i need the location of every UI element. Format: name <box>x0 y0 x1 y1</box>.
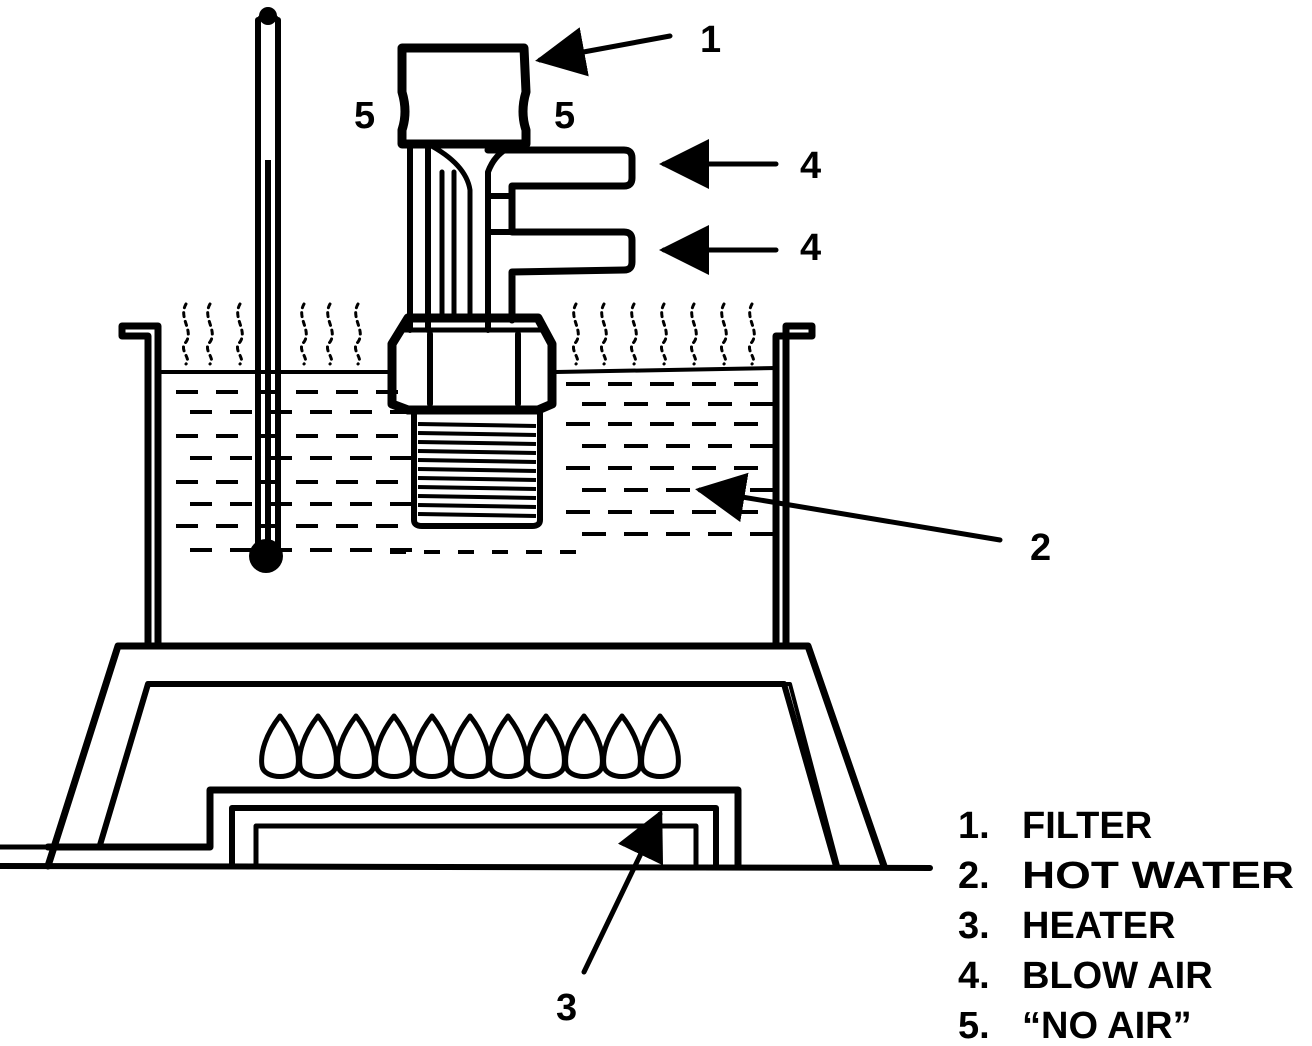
steam-wisp <box>629 302 638 366</box>
heater-leader-arrow <box>581 809 664 975</box>
filter-cap <box>397 43 531 149</box>
steam-wisp <box>235 302 244 366</box>
flame <box>297 713 339 779</box>
water-container <box>118 322 816 650</box>
legend-num-1: 1. <box>958 805 990 847</box>
threaded-shank <box>417 422 537 518</box>
callout-filter: 1 <box>700 19 721 61</box>
callout-hot-water: 2 <box>1030 527 1051 569</box>
legend-text-5: “NO AIR” <box>1022 1005 1192 1046</box>
thread-line <box>417 467 537 473</box>
legend-text-3: HEATER <box>1022 905 1175 947</box>
steam-wisp <box>689 302 698 366</box>
steam-wisp <box>719 302 728 366</box>
thread-line <box>417 485 537 491</box>
legend-text-1: FILTER <box>1022 805 1152 847</box>
thread-line <box>417 431 537 437</box>
thread-line <box>417 476 537 482</box>
steam-wisp <box>747 302 756 366</box>
legend-text-2: HOT WATER <box>1022 855 1294 897</box>
flame <box>487 713 529 779</box>
flame <box>525 713 567 779</box>
flame <box>335 713 377 779</box>
hot-water-leader-arrow <box>695 472 1003 543</box>
callout-no-air-right: 5 <box>554 95 575 137</box>
callout-blow-air-lower: 4 <box>800 227 821 269</box>
burner-stand <box>44 642 888 870</box>
thermo-valve <box>387 43 636 529</box>
steam-wisp <box>599 302 608 366</box>
thread-line <box>417 458 537 464</box>
flame <box>639 713 681 779</box>
legend-text-4: BLOW AIR <box>1022 955 1213 997</box>
thread-line <box>417 503 537 509</box>
legend-num-5: 5. <box>958 1005 990 1046</box>
legend-num-3: 3. <box>958 905 990 947</box>
legend: 1. FILTER 2. HOT WATER 3. HEATER 4. BLOW… <box>958 805 1294 1046</box>
steam-wisps <box>181 302 756 366</box>
steam-wisp <box>299 302 308 366</box>
legend-num-2: 2. <box>958 855 990 897</box>
flame <box>411 713 453 779</box>
thread-line <box>417 494 537 500</box>
flame <box>563 713 605 779</box>
callout-heater: 3 <box>556 987 577 1029</box>
steam-wisp <box>205 302 214 366</box>
filter-leader-arrow <box>535 27 673 77</box>
thread-line <box>417 440 537 446</box>
burner-flames <box>259 713 681 779</box>
thread-line <box>417 449 537 455</box>
leader-lines <box>535 27 1003 975</box>
flame <box>373 713 415 779</box>
hot-water-surface <box>176 382 774 554</box>
heater-burner <box>44 786 742 870</box>
thread-line <box>417 422 537 428</box>
thermometer <box>249 7 283 573</box>
steam-wisp <box>325 302 334 366</box>
callout-blow-air-upper: 4 <box>800 145 821 187</box>
legend-num-4: 4. <box>958 955 990 997</box>
thread-line <box>417 512 537 518</box>
steam-wisp <box>571 302 580 366</box>
callout-no-air-left: 5 <box>354 95 375 137</box>
steam-wisp <box>353 302 362 366</box>
flame <box>601 713 643 779</box>
flame <box>449 713 491 779</box>
ground-line <box>0 863 933 871</box>
steam-wisp <box>181 302 190 366</box>
flame <box>259 713 301 779</box>
steam-wisp <box>659 302 668 366</box>
